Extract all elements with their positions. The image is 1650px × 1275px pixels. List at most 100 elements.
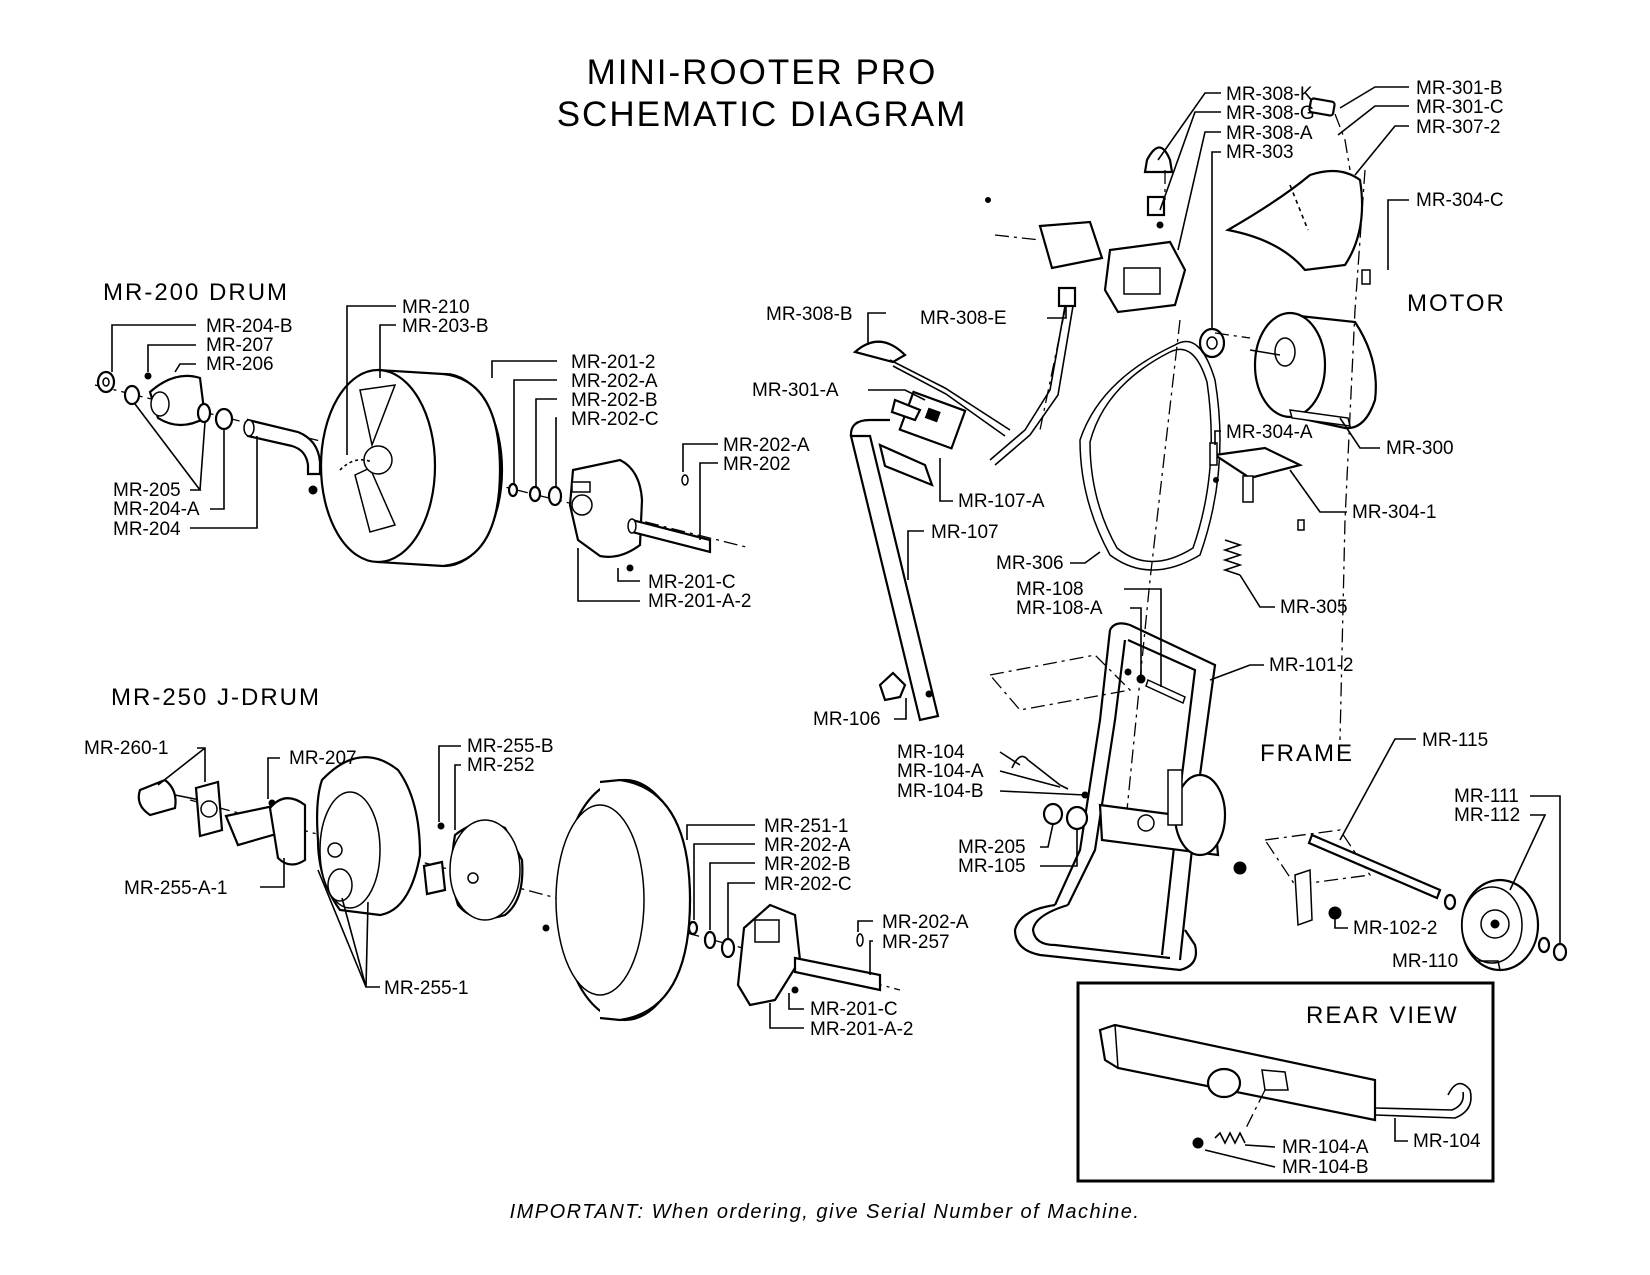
label-motor-mr-304-a: MR-304-A	[1226, 422, 1313, 443]
label-drum-mr-206: MR-206	[206, 354, 274, 375]
motor-leaders	[867, 86, 1409, 608]
leader-drum-202a	[513, 379, 557, 485]
label-motor-mr-308-a: MR-308-A	[1226, 123, 1313, 144]
label-drum-mr-204-b: MR-204-B	[206, 316, 293, 337]
frame-base-loop-inner	[1031, 903, 1171, 960]
jdrum-washer-2	[703, 930, 717, 950]
label-motor-mr-304-c: MR-304-C	[1416, 190, 1504, 211]
jdrum-bowl-window	[327, 868, 353, 902]
cover-knob-part	[1308, 97, 1336, 117]
rear-bracket-part	[1098, 1023, 1377, 1122]
leader-r-104b	[1204, 1149, 1276, 1168]
drum-leaders	[111, 305, 718, 602]
cover-screw	[1361, 269, 1371, 285]
frame-tube-left-inner	[1067, 639, 1127, 906]
label-frame-mr-205: MR-205	[958, 837, 1026, 858]
label-frame-mr-111: MR-111	[1454, 786, 1519, 807]
frame-bearing-part	[1065, 805, 1089, 831]
rear-view-drawing	[1098, 1023, 1472, 1149]
cord-connector-part	[1057, 286, 1077, 308]
frame-plane-1	[988, 654, 1132, 711]
drum-bearing-part	[214, 407, 234, 431]
leader-m-304-1	[1289, 469, 1347, 513]
frame-bracket-hole	[1137, 814, 1155, 832]
leader-f-115	[1339, 738, 1416, 841]
jdrum-wheel-inner	[555, 804, 645, 996]
tension-spring-part	[1222, 539, 1243, 576]
rear-tab-part	[1261, 1069, 1289, 1091]
drum-shaft-part	[630, 518, 712, 554]
jdrum-chuck-part	[137, 778, 177, 817]
power-cord-upper-2	[892, 365, 1006, 437]
label-drum-mr-203-b: MR-203-B	[402, 316, 489, 337]
drum-ring-part	[123, 384, 141, 406]
label-motor-mr-308-k: MR-308-K	[1226, 84, 1313, 105]
leader-m-308a	[1177, 131, 1221, 251]
switch-screw	[1156, 221, 1164, 229]
frame-axle-washer-2	[1537, 936, 1551, 954]
leader-f-101-2	[1209, 664, 1264, 681]
label-frame-mr-101-2: MR-101-2	[1269, 655, 1353, 676]
label-frame-mr-104-b: MR-104-B	[897, 781, 984, 802]
label-motor-mr-301-b: MR-301-B	[1416, 78, 1503, 99]
label-drum-mr-207: MR-207	[206, 335, 274, 356]
motor-axis-1	[1339, 169, 1366, 741]
label-rear-mr-104: MR-104	[1413, 1131, 1481, 1152]
leader-f-104a	[999, 770, 1061, 788]
leader-m-300	[1339, 417, 1380, 449]
leader-m-305	[1239, 574, 1275, 608]
jdrum-shaft-part	[793, 956, 882, 992]
leader-m-308g	[1159, 111, 1221, 211]
leader-drum-202	[699, 462, 718, 540]
label-drum-mr-204: MR-204	[113, 519, 181, 540]
switch-plate-screw	[985, 197, 991, 203]
leader-drum-201c	[617, 568, 640, 582]
leader-m-304a	[1214, 430, 1221, 445]
leader-j-251-1	[686, 824, 755, 840]
jdrum-washer-1	[687, 920, 699, 936]
leader-m-301c	[1337, 105, 1409, 136]
power-cord-upper	[889, 359, 1011, 431]
label-jdrum-mr-255-b: MR-255-B	[467, 736, 554, 757]
drum-end-plate-hub	[571, 494, 593, 516]
label-frame-mr-106: MR-106	[813, 709, 881, 730]
drum-cable-coil	[339, 459, 373, 471]
motor-cover-part	[1224, 169, 1364, 272]
switch-box-window	[1123, 267, 1161, 295]
leader-drum-205b	[199, 421, 206, 491]
label-motor-mr-308-e: MR-308-E	[920, 308, 1007, 329]
diagram-title-line-1: MINI-ROOTER PRO	[587, 53, 938, 92]
leader-j-255-1c	[365, 901, 369, 988]
label-motor-mr-304-1: MR-304-1	[1352, 502, 1436, 523]
handle-grip-part	[878, 443, 934, 487]
drum-right-washer-1	[507, 482, 519, 498]
leader-m-107a	[939, 458, 953, 502]
label-motor-mr-303: MR-303	[1226, 142, 1294, 163]
leader-drum-202a-2	[682, 443, 718, 472]
motor-shaft	[1249, 349, 1281, 356]
gfci-button	[924, 407, 941, 423]
motor-assembly-drawing	[849, 97, 1377, 831]
label-frame-mr-102-2: MR-102-2	[1353, 918, 1437, 939]
motor-axis-7	[1214, 332, 1251, 339]
leader-f-102-2	[1334, 919, 1348, 929]
label-motor-mr-308-b: MR-308-B	[766, 304, 853, 325]
leader-drum-202b	[535, 398, 557, 487]
label-jdrum-mr-202-a: MR-202-A	[764, 835, 851, 856]
rear-spring-part	[1214, 1131, 1246, 1145]
label-frame-mr-112: MR-112	[1454, 805, 1520, 826]
label-motor-mr-306: MR-306	[996, 553, 1064, 574]
frame-assembly-drawing	[988, 622, 1568, 972]
motor-axis-6	[994, 234, 1041, 241]
drum-end-plate-screw	[626, 564, 634, 572]
drum-shaft-clip	[681, 474, 689, 486]
label-jdrum-mr-251-1: MR-251-1	[764, 816, 848, 837]
leader-f-105	[1040, 829, 1078, 867]
label-motor-mr-308-g: MR-308-G	[1226, 103, 1315, 124]
label-motor-mr-300: MR-300	[1386, 438, 1454, 459]
leader-drum-204b	[111, 324, 196, 372]
leader-m-308k	[1157, 92, 1221, 161]
frame-axle-cap	[1552, 942, 1568, 962]
leader-j-252	[454, 764, 461, 830]
